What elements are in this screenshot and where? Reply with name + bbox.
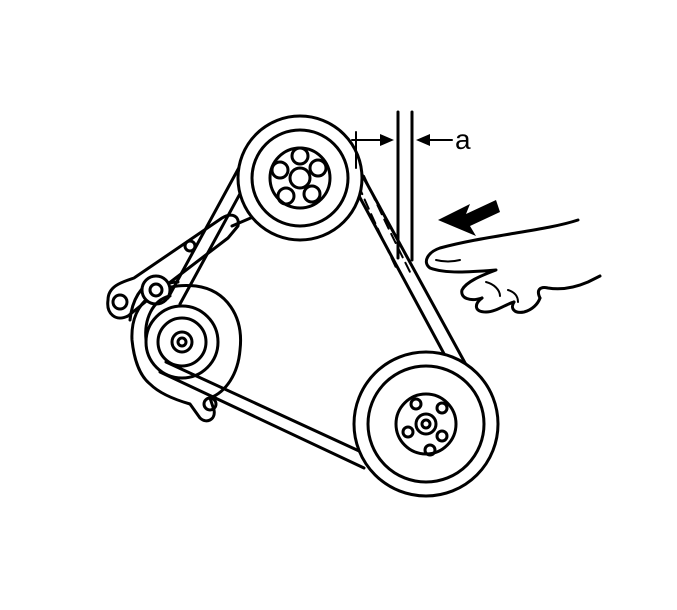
- dimension-label: a: [455, 124, 471, 155]
- deflection-dimension: a: [351, 124, 471, 169]
- arrow-left-down-icon: [438, 200, 500, 236]
- idler-pulley: [140, 274, 220, 380]
- crankshaft-pulley: [352, 350, 500, 498]
- top-pulley: [236, 114, 364, 242]
- measuring-ruler: [396, 110, 414, 262]
- hand-icon: [424, 218, 602, 314]
